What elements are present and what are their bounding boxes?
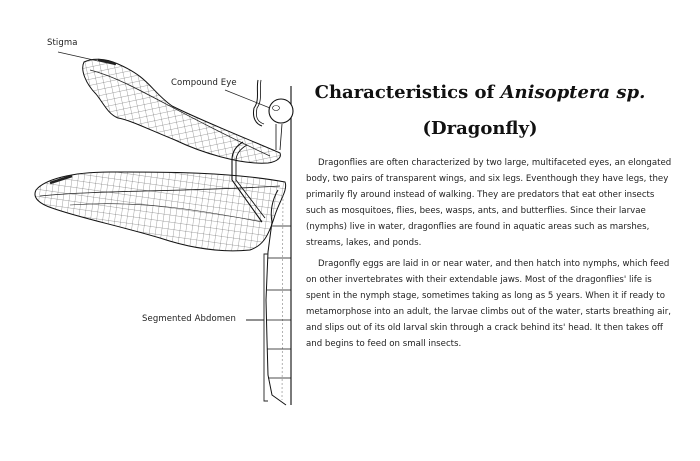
compound-eye-label: Compound Eye [171,78,237,88]
title-line-1: Characteristics of Anisoptera sp. [300,82,660,104]
hindwing [34,171,287,252]
title-prefix: Characteristics of [314,82,501,103]
paragraph-lifecycle: Dragonfly eggs are laid in or near water… [306,259,672,349]
abdomen-bracket [246,253,268,402]
segmented-abdomen-label: Segmented Abdomen [142,314,236,324]
description: Dragonflies are often characterized by t… [306,155,676,357]
stigma-label: Stigma [47,38,78,48]
scientific-name: Anisoptera sp. [500,82,646,103]
common-name: (Dragonfly) [422,118,538,139]
paragraph-appearance: Dragonflies are often characterized by t… [306,158,672,248]
dragonfly-illustration [34,51,294,406]
abdomen [265,189,291,406]
stigma-leader [57,51,99,62]
head [253,79,294,151]
compound-eye-leader [224,89,271,109]
forewing [82,58,281,164]
leg [231,141,266,223]
page-title: Characteristics of Anisoptera sp. (Drago… [300,82,660,140]
